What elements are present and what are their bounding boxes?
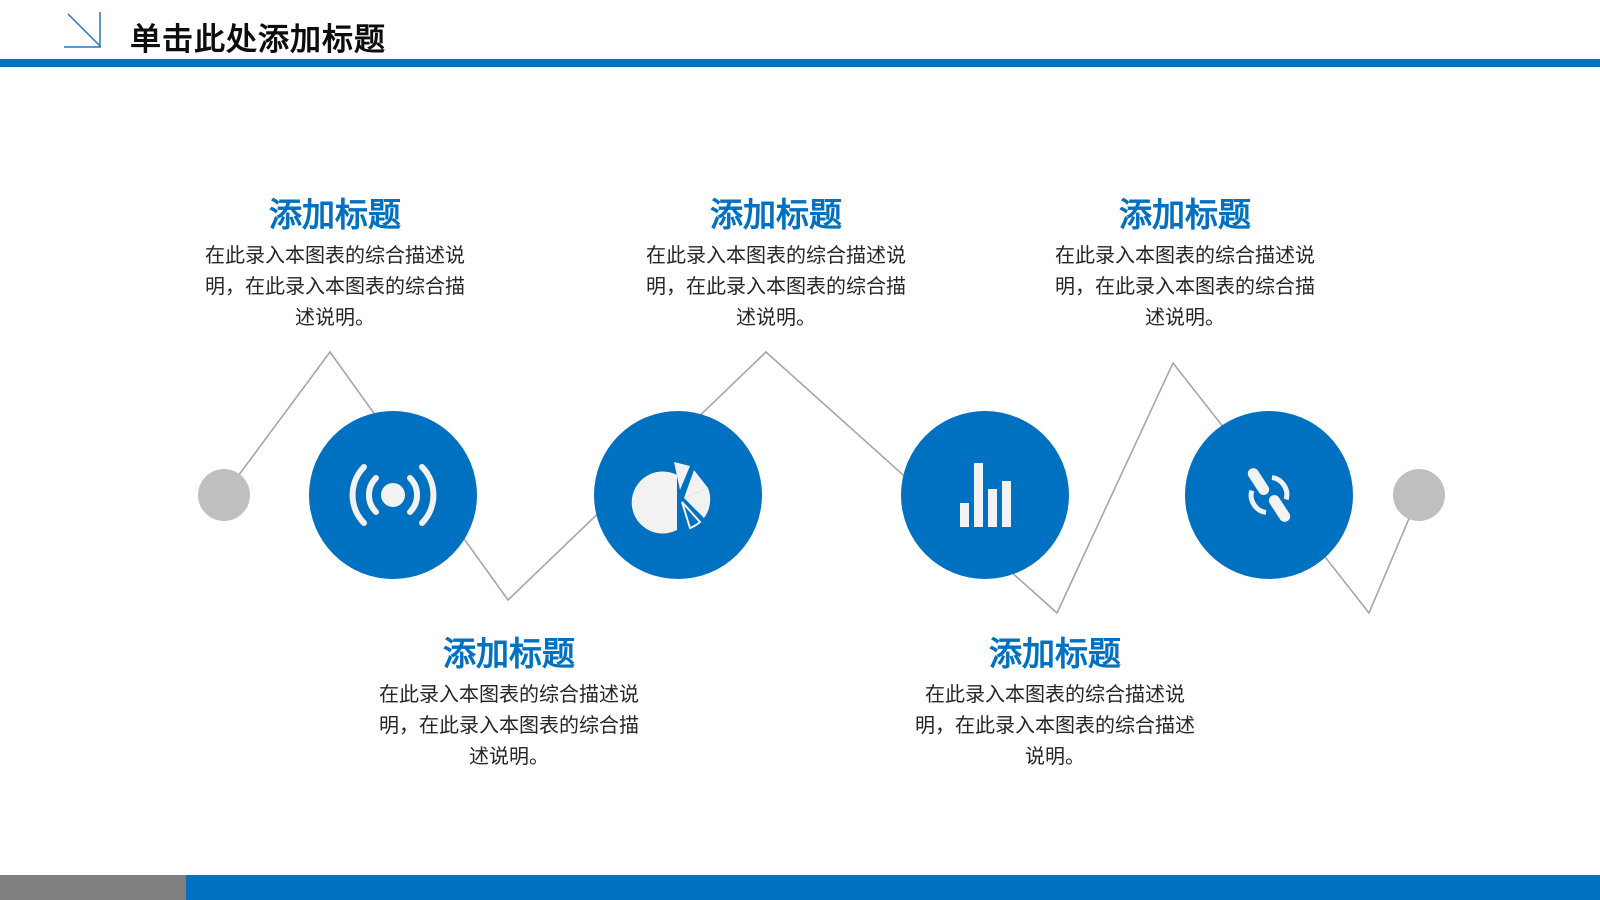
- footer-bar-blue: [186, 875, 1600, 900]
- step-text-2: 添加标题 在此录入本图表的综合描述说明，在此录入本图表的综合描述说明。: [379, 633, 639, 772]
- end-dot: [1393, 469, 1445, 521]
- pie-chart-icon: [631, 462, 711, 534]
- step-description[interactable]: 在此录入本图表的综合描述说明，在此录入本图表的综合描述说明。: [1055, 243, 1315, 329]
- step-text-4: 添加标题 在此录入本图表的综合描述说明，在此录入本图表的综合描述说明。: [915, 633, 1195, 772]
- step-title[interactable]: 添加标题: [710, 195, 842, 234]
- step-description[interactable]: 在此录入本图表的综合描述说明，在此录入本图表的综合描述说明。: [646, 243, 906, 329]
- broadcast-icon: [349, 464, 437, 526]
- step-text-1: 添加标题 在此录入本图表的综合描述说明，在此录入本图表的综合描述说明。: [205, 194, 465, 333]
- step-circle-2[interactable]: [594, 411, 762, 579]
- step-description[interactable]: 在此录入本图表的综合描述说明，在此录入本图表的综合描述说明。: [205, 243, 465, 329]
- footer-bar-gray: [0, 875, 186, 900]
- step-circle-4[interactable]: [1185, 411, 1353, 579]
- page-title[interactable]: 单击此处添加标题: [130, 22, 386, 58]
- header-divider: [0, 59, 1600, 67]
- arrow-down-right-icon: [64, 12, 101, 48]
- step-title[interactable]: 添加标题: [1119, 195, 1251, 234]
- step-circle-3[interactable]: [901, 411, 1069, 579]
- step-text-5: 添加标题 在此录入本图表的综合描述说明，在此录入本图表的综合描述说明。: [1055, 194, 1315, 333]
- step-title[interactable]: 添加标题: [443, 634, 575, 673]
- step-title[interactable]: 添加标题: [269, 195, 401, 234]
- step-circle-1[interactable]: [309, 411, 477, 579]
- step-title[interactable]: 添加标题: [989, 634, 1121, 673]
- link-icon: [1247, 468, 1291, 522]
- bar-chart-icon: [960, 463, 1011, 527]
- step-text-3: 添加标题 在此录入本图表的综合描述说明，在此录入本图表的综合描述说明。: [646, 194, 906, 333]
- step-description[interactable]: 在此录入本图表的综合描述说明，在此录入本图表的综合描述说明。: [379, 682, 639, 768]
- start-dot: [198, 469, 250, 521]
- step-description[interactable]: 在此录入本图表的综合描述说明，在此录入本图表的综合描述说明。: [915, 682, 1195, 768]
